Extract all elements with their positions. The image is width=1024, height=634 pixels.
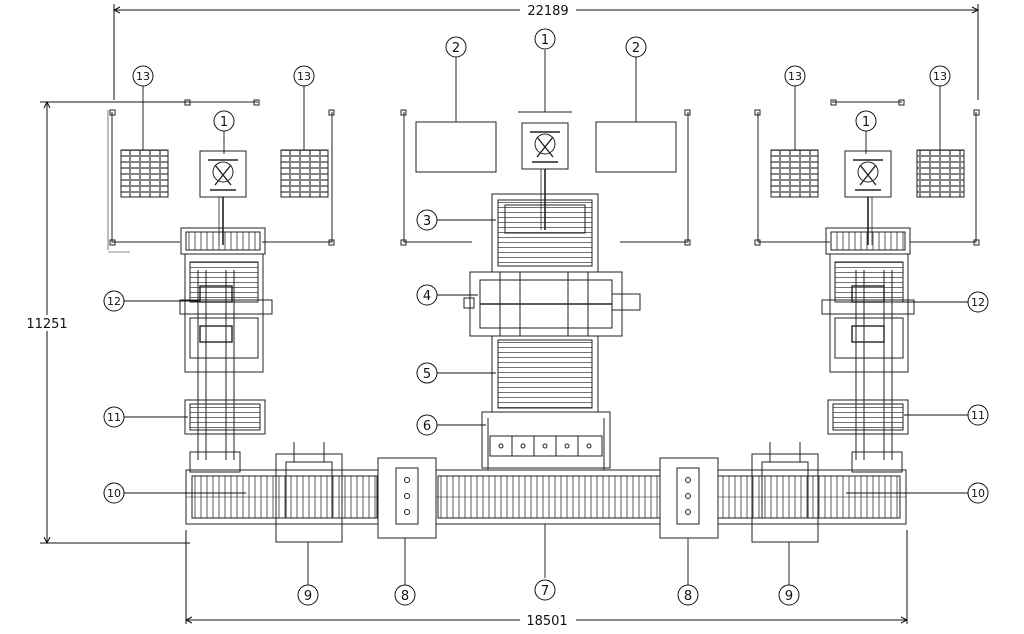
svg-text:13: 13 [136,70,150,83]
svg-text:12: 12 [107,295,121,308]
callout-10-right: 10 [967,482,989,504]
callout-1-center: 1 [534,28,556,50]
callout-9-left: 9 [297,584,319,606]
svg-text:4: 4 [423,289,431,304]
svg-text:8: 8 [684,589,692,604]
callout-6: 6 [416,414,438,436]
callout-13-d: 13 [929,65,951,87]
svg-text:10: 10 [107,487,121,500]
callout-2-left: 2 [445,36,467,58]
callout-11-right: 11 [967,404,989,426]
svg-text:1: 1 [220,115,228,130]
callout-3: 3 [416,209,438,231]
svg-text:9: 9 [304,589,312,604]
svg-text:5: 5 [423,367,431,382]
center-robot-cell [400,109,691,470]
callout-10-left: 10 [103,482,125,504]
callout-12-right: 12 [967,291,989,313]
svg-text:12: 12 [971,296,985,309]
callout-13-b: 13 [293,65,315,87]
callout-2-right: 2 [625,36,647,58]
dimension-total-height: 11251 [26,317,67,332]
svg-text:2: 2 [452,41,460,56]
svg-text:13: 13 [788,70,802,83]
svg-text:7: 7 [541,584,549,599]
dimension-bottom [184,530,909,624]
svg-text:1: 1 [862,115,870,130]
right-robot-cell [754,99,980,473]
callout-7: 7 [534,579,556,601]
svg-text:2: 2 [632,41,640,56]
svg-text:9: 9 [785,589,793,604]
callout-12-left: 12 [103,290,125,312]
svg-text:11: 11 [107,411,121,424]
leader-lines [124,50,968,585]
left-robot-cell [107,99,335,473]
dimension-total-width: 22189 [527,4,568,19]
callout-8-right: 8 [677,584,699,606]
svg-text:3: 3 [423,214,431,229]
dimension-line-width: 18501 [526,614,567,629]
svg-text:6: 6 [423,419,431,434]
callout-8-left: 8 [394,584,416,606]
callout-5: 5 [416,362,438,384]
svg-text:13: 13 [297,70,311,83]
callout-4: 4 [416,284,438,306]
svg-text:1: 1 [541,33,549,48]
callout-13-c: 13 [784,65,806,87]
main-line-conveyor [185,442,907,543]
svg-text:10: 10 [971,487,985,500]
svg-text:11: 11 [971,409,985,422]
svg-text:13: 13 [933,70,947,83]
svg-text:8: 8 [401,589,409,604]
callout-1-right: 1 [855,110,877,132]
callout-1-left: 1 [213,110,235,132]
callout-11-left: 11 [103,406,125,428]
callout-13-a: 13 [132,65,154,87]
callout-9-right: 9 [778,584,800,606]
